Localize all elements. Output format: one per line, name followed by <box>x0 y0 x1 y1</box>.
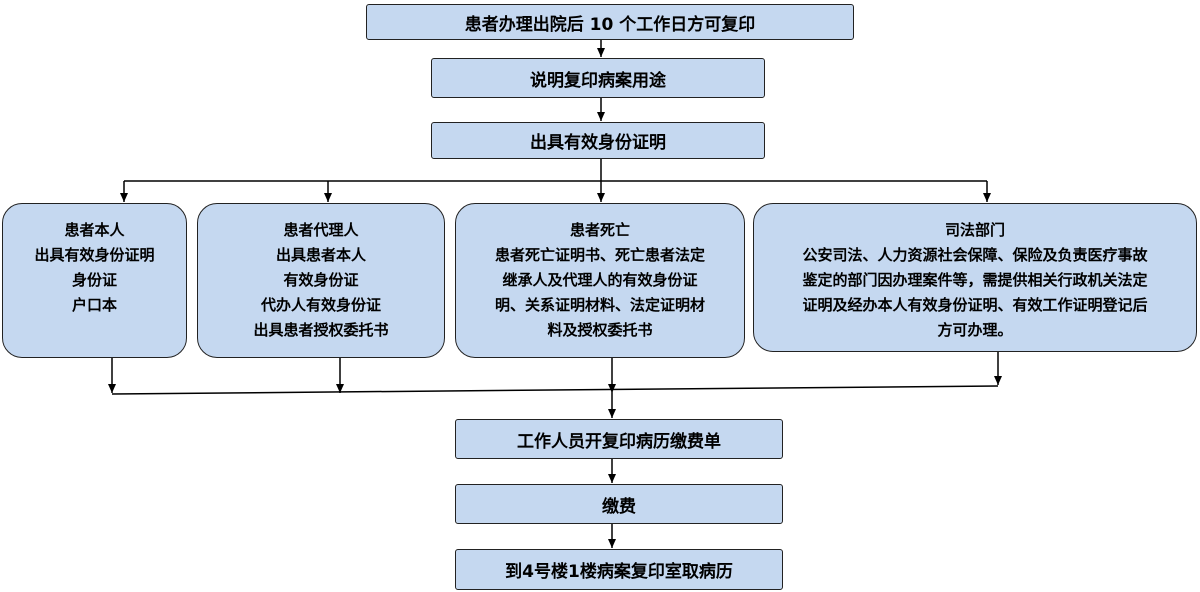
case-line: 出具患者授权委托书 <box>253 321 389 339</box>
case-patient-agent: 患者代理人 出具患者本人 有效身份证 代办人有效身份证 出具患者授权委托书 <box>197 203 445 358</box>
case-line: 出具患者本人 <box>275 246 366 264</box>
case-line: 出具有效身份证明 <box>34 246 155 264</box>
step-issue-fee-slip: 工作人员开复印病历缴费单 <box>455 419 783 459</box>
case-title: 患者本人 <box>64 221 125 239</box>
case-line: 鉴定的部门因办理案件等，需提供相关行政机关法定 <box>802 271 1148 289</box>
case-title: 患者代理人 <box>283 221 359 239</box>
case-judicial-department: 司法部门 公安司法、人力资源社会保障、保险及负责医疗事故 鉴定的部门因办理案件等… <box>753 203 1197 352</box>
case-line: 公安司法、人力资源社会保障、保险及负责医疗事故 <box>802 246 1148 264</box>
step-pay-fee: 缴费 <box>455 484 783 524</box>
case-line: 料及授权委托书 <box>547 321 653 339</box>
step-discharge-wait: 患者办理出院后 10 个工作日方可复印 <box>366 4 854 40</box>
case-title: 司法部门 <box>944 221 1005 239</box>
case-line: 有效身份证 <box>283 271 359 289</box>
step-collect-records: 到4号楼1楼病案复印室取病历 <box>455 549 783 590</box>
case-line: 患者死亡证明书、死亡患者法定 <box>494 246 705 264</box>
case-line: 方可办理。 <box>937 321 1013 339</box>
case-title: 患者死亡 <box>569 221 630 239</box>
case-line: 代办人有效身份证 <box>260 296 381 314</box>
step-show-id: 出具有效身份证明 <box>431 122 765 159</box>
connector-merge-bar <box>111 385 999 395</box>
case-line: 证明及经办本人有效身份证明、有效工作证明登记后 <box>802 296 1148 314</box>
case-line: 继承人及代理人的有效身份证 <box>502 271 698 289</box>
case-patient-self: 患者本人 出具有效身份证明 身份证 户口本 <box>2 203 187 358</box>
step-state-purpose: 说明复印病案用途 <box>431 58 765 98</box>
case-patient-deceased: 患者死亡 患者死亡证明书、死亡患者法定 继承人及代理人的有效身份证 明、关系证明… <box>455 203 745 358</box>
case-line: 身份证 <box>71 271 117 289</box>
case-line: 明、关系证明材料、法定证明材 <box>494 296 705 314</box>
case-line: 户口本 <box>71 296 117 314</box>
